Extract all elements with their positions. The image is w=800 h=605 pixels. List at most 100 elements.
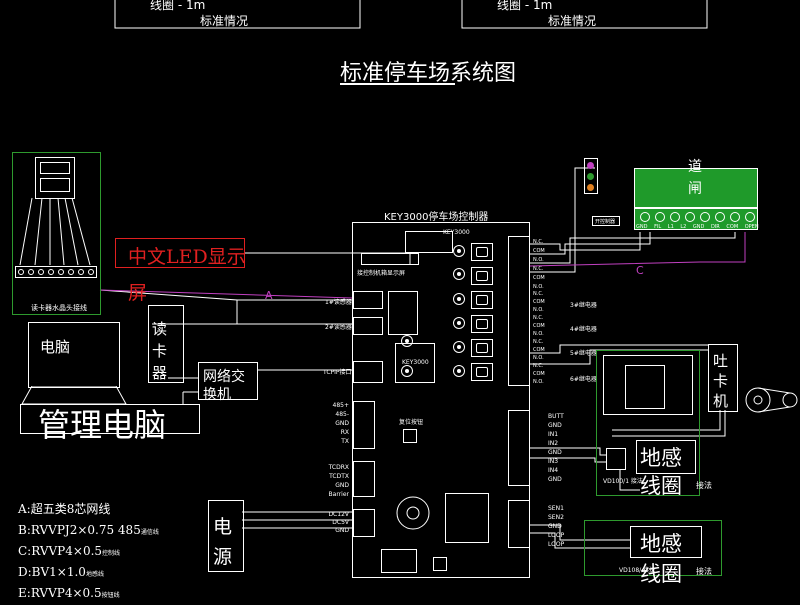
jumper (433, 557, 447, 571)
loop-coil-2-label-2: 线圈 (640, 562, 682, 586)
loop-detector-1-body (603, 355, 693, 415)
tcpip-label: TCPIP接口 (323, 369, 352, 376)
reader-terminal-strip (15, 266, 97, 278)
relay-led (453, 293, 465, 305)
legend-row-c: C:RVVP4×0.5控制线 (18, 544, 121, 558)
relay (471, 267, 493, 285)
reset-button[interactable] (403, 429, 417, 443)
relay (471, 315, 493, 333)
power-label-1: 电 (213, 516, 233, 538)
battery-icon (396, 496, 430, 530)
card-reader-label-1: 读 (152, 320, 168, 338)
relay-group-3-label: 3#继电器 (570, 302, 597, 309)
loop-coil-1-label-1: 地感 (640, 446, 682, 470)
top-card-2-line: 线圈 - 1m (497, 0, 553, 12)
power-box (208, 500, 244, 572)
ticket-dispenser-label-3: 机 (713, 392, 729, 410)
reader1-port-label: 1#读感器 (325, 299, 352, 306)
card-reader-label-2: 卡 (152, 342, 168, 360)
input-terminal-block (508, 410, 530, 486)
relay (471, 291, 493, 309)
loop-detector-1-relay (606, 448, 626, 470)
page-title: 标准停车场系统图 (340, 61, 517, 86)
mgmt-pc-label: 管理电脑 (38, 406, 167, 444)
legend-row-d: D:BV1×1.0地感线 (18, 565, 104, 579)
loop-detector-2-box: VD108/ 接法 (584, 520, 722, 576)
reader2-port-label: 2#读感器 (325, 324, 352, 331)
chip-socket (445, 493, 489, 543)
barrier-terminal-strip (634, 208, 758, 230)
barrier-pin-labels: GND FIL L1 L2 GND DIR COM OPEN (636, 224, 759, 230)
loop2-caption: VD108/ 接法 (619, 567, 656, 574)
main-chip: KEY3000 (395, 343, 435, 383)
relay (471, 363, 493, 381)
ticket-dispenser-label-1: 吐 (713, 352, 729, 370)
cable-legend: A:超五类8芯网线 B:RVVPJ2×0.75 485通信线 C:RVVP4×0… (18, 500, 159, 605)
relay-terminal-block (508, 236, 530, 386)
power-terminal-block (353, 509, 375, 537)
loop2-extra: 接法 (696, 567, 712, 576)
reader2-port (353, 317, 383, 335)
led-display-label-1: 中文LED显示 (128, 246, 246, 268)
rj45-connector-icon (35, 157, 75, 199)
cable-a-label: A (265, 289, 273, 302)
pc-monitor (28, 322, 120, 388)
relay (471, 339, 493, 357)
legend-row-e: E:RVVP4×0.5按钮线 (18, 586, 120, 600)
barrier-label-2: 闸 (688, 181, 702, 197)
relay-group-5-label: 5#继电器 (570, 350, 597, 357)
legend-row-b: B:RVVPJ2×0.75 485通信线 (18, 523, 159, 537)
power-label-2: 源 (213, 546, 233, 568)
relay-led (453, 317, 465, 329)
loop-coil-2-label-1: 地感 (640, 532, 682, 556)
relay-led (453, 268, 465, 280)
loop1-caption: VD100/1 接法 (603, 478, 643, 485)
display-port (361, 253, 419, 265)
relay-led (453, 245, 465, 257)
pc-label: 电脑 (40, 338, 71, 356)
ticket-dispenser-box (708, 344, 738, 412)
mgmt-pc-box (20, 404, 200, 434)
loop-detector-1-socket (625, 365, 665, 409)
chip-label: KEY3000 (402, 359, 429, 366)
dip-switch-block (388, 291, 418, 335)
reader1-port (353, 291, 383, 309)
card-reader-label-3: 器 (152, 364, 168, 382)
card-reader-box (148, 305, 184, 383)
open-controller-box: 开控制器 (592, 216, 620, 226)
controller-title: KEY3000停车场控制器 (384, 212, 489, 223)
relay-group-6-label: 6#继电器 (570, 376, 597, 383)
reader-crystal-box: 读卡器水晶头接线 (12, 152, 101, 315)
relay-led (453, 365, 465, 377)
ticket-dispenser-label-2: 卡 (713, 372, 729, 390)
tcpip-port (353, 361, 383, 383)
display-header-connector (405, 231, 453, 253)
loop-coil-2-box (630, 526, 702, 558)
comm-terminal-block (353, 401, 375, 449)
reset-label: 复位按钮 (399, 419, 424, 426)
legend-row-a: A:超五类8芯网线 (18, 502, 111, 516)
led-display-label-2: 屏 (128, 282, 148, 304)
barrier-label-1: 道 (688, 159, 702, 175)
top-card-1-status: 标准情况 (200, 14, 249, 28)
chip-top-label: KEY3000 (443, 229, 470, 236)
status-led-1 (401, 335, 413, 347)
network-switch-label-1: 网络交 (203, 369, 245, 385)
barrier-signal-lights (584, 158, 598, 194)
display-port-label: 接控制机箱显示屏 (357, 270, 406, 277)
loop1-extra: 接法 (696, 481, 712, 490)
relay-group-4-label: 4#继电器 (570, 326, 597, 333)
relay (471, 243, 493, 261)
top-card-1-line: 线圈 - 1m (150, 0, 206, 12)
network-switch-label-2: 换机 (203, 387, 231, 403)
cd-terminal-block (353, 461, 375, 497)
barrier-gate-box (634, 168, 758, 208)
sensor-terminal-block (508, 500, 530, 548)
top-card-2-status: 标准情况 (548, 14, 597, 28)
